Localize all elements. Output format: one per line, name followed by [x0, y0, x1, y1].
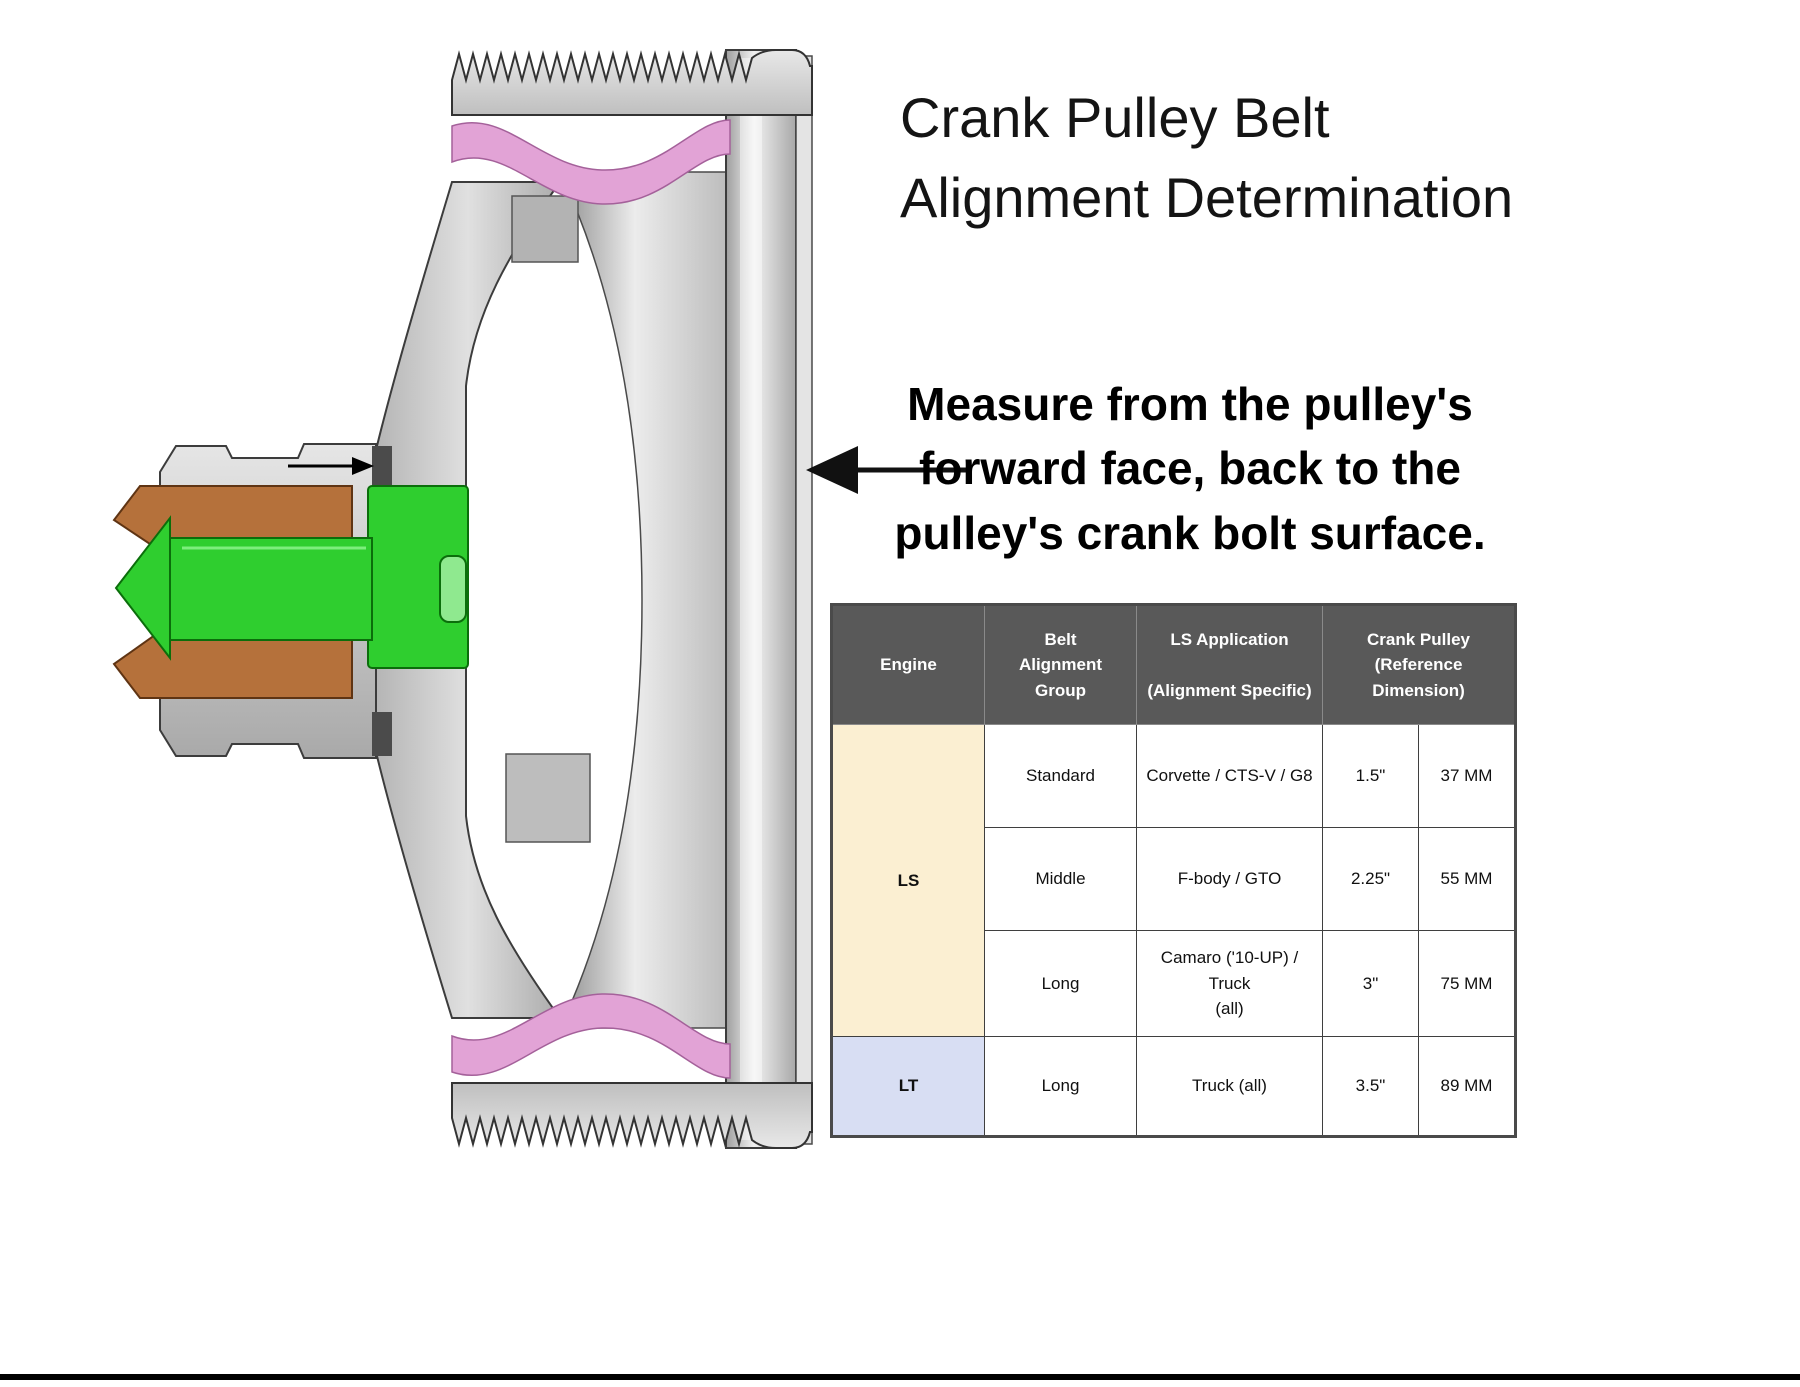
dimension-mm-cell: 75 MM [1418, 930, 1516, 1037]
header-crank-pulley-dimension: Crank Pulley (Reference Dimension) [1322, 604, 1516, 725]
forward-face-callout-arrow [806, 446, 968, 494]
engine-cell-lt: LT [831, 1036, 985, 1137]
pulley-cross-section-diagram [112, 49, 968, 1149]
alignment-spec-table: Engine Belt Alignment Group LS Applicati… [830, 603, 1517, 1138]
dimension-inches-cell: 3" [1322, 930, 1419, 1037]
dimension-mm-cell: 89 MM [1418, 1036, 1516, 1137]
group-cell: Middle [984, 827, 1137, 931]
web-pocket [505, 753, 591, 843]
dimension-mm-cell: 37 MM [1418, 724, 1516, 828]
application-cell: F-body / GTO [1136, 827, 1323, 931]
header-ls-application: LS Application (Alignment Specific) [1136, 604, 1323, 725]
rim-highlight [740, 58, 762, 1140]
header-engine: Engine [831, 604, 985, 725]
pulley-interior-bell [558, 171, 727, 1029]
rim-front-lip [795, 55, 813, 1145]
crank-bolt-bore [439, 555, 467, 623]
pulley-rim-forward-face [725, 49, 797, 1149]
crank-bolt [114, 485, 469, 669]
rubber-damper-top [451, 119, 731, 205]
dimension-mm-cell: 55 MM [1418, 827, 1516, 931]
application-cell: Corvette / CTS-V / G8 [1136, 724, 1323, 828]
header-belt-alignment-group: Belt Alignment Group [984, 604, 1137, 725]
dimension-inches-cell: 1.5" [1322, 724, 1419, 828]
table-row: Middle F-body / GTO 2.25" 55 MM [832, 827, 1516, 931]
table-row: LS Standard Corvette / CTS-V / G8 1.5" 3… [831, 724, 1516, 1037]
application-cell: Truck (all) [1136, 1036, 1323, 1137]
belt-groove-band-top [451, 49, 813, 116]
hub-dark-step-top [372, 446, 392, 490]
belt-groove-band-bottom [451, 1082, 813, 1149]
dimension-inches-cell: 2.25" [1322, 827, 1419, 931]
table-row: Long Camaro ('10-UP) / Truck (all) 3" 75… [832, 930, 1516, 1037]
table-row: LT Long Truck (all) 3.5" 89 MM [831, 1036, 1516, 1137]
application-cell: Camaro ('10-UP) / Truck (all) [1136, 930, 1323, 1037]
engine-cell-ls: LS [831, 724, 985, 1037]
group-cell: Standard [984, 724, 1137, 828]
hub-measurement-arrow [288, 457, 374, 475]
hub-dark-step-bottom [372, 712, 392, 756]
dimension-inches-cell: 3.5" [1322, 1036, 1419, 1137]
web-notch-top [511, 195, 579, 263]
group-cell: Long [984, 1036, 1137, 1137]
page-title: Crank Pulley Belt Alignment Determinatio… [900, 86, 1514, 229]
measurement-instruction: Measure from the pulley's forward face, … [894, 378, 1486, 559]
group-cell: Long [984, 930, 1137, 1037]
bottom-border-line [0, 1374, 1800, 1380]
pulley-web-cone [375, 181, 562, 1019]
